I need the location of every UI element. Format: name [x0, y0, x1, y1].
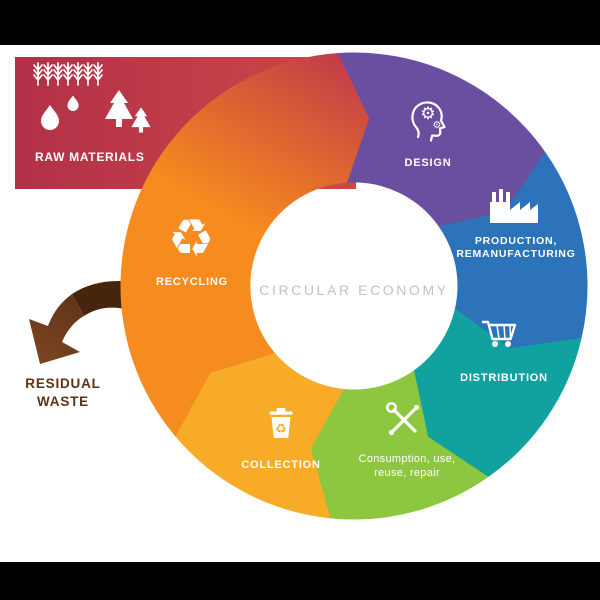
consumption-label-line2: reuse, repair — [374, 467, 440, 479]
factory-icon — [490, 189, 538, 223]
circular-economy-ring — [120, 52, 588, 520]
tools-icon — [386, 402, 420, 436]
distribution-label: DISTRIBUTION — [460, 372, 548, 384]
gear-glyph-small: ⚙ — [433, 120, 442, 131]
design-label: DESIGN — [405, 157, 452, 169]
production-label-line1: PRODUCTION, — [475, 235, 557, 247]
head-gears-icon: ⚙ ⚙ — [411, 101, 446, 142]
recycling-label: RECYCLING — [156, 276, 228, 288]
shopping-cart-icon — [482, 320, 517, 347]
recycle-icon: ♻ — [168, 210, 215, 268]
bin-recycle-glyph: ♻ — [275, 421, 287, 436]
segment-recycling — [120, 53, 370, 437]
residual-waste-label-line2: WASTE — [37, 394, 89, 409]
gear-glyph: ⚙ — [420, 104, 435, 123]
trash-bin-icon: ♻ — [269, 408, 293, 438]
consumption-label-line1: Consumption, use, — [359, 453, 456, 465]
production-label-line2: REMANUFACTURING — [456, 248, 575, 260]
residual-arrow-head — [29, 294, 84, 364]
raw-materials-label: RAW MATERIALS — [35, 150, 145, 164]
center-title: CIRCULAR ECONOMY — [259, 282, 448, 298]
residual-waste-label-line1: RESIDUAL — [25, 376, 100, 391]
collection-label: COLLECTION — [241, 459, 321, 471]
